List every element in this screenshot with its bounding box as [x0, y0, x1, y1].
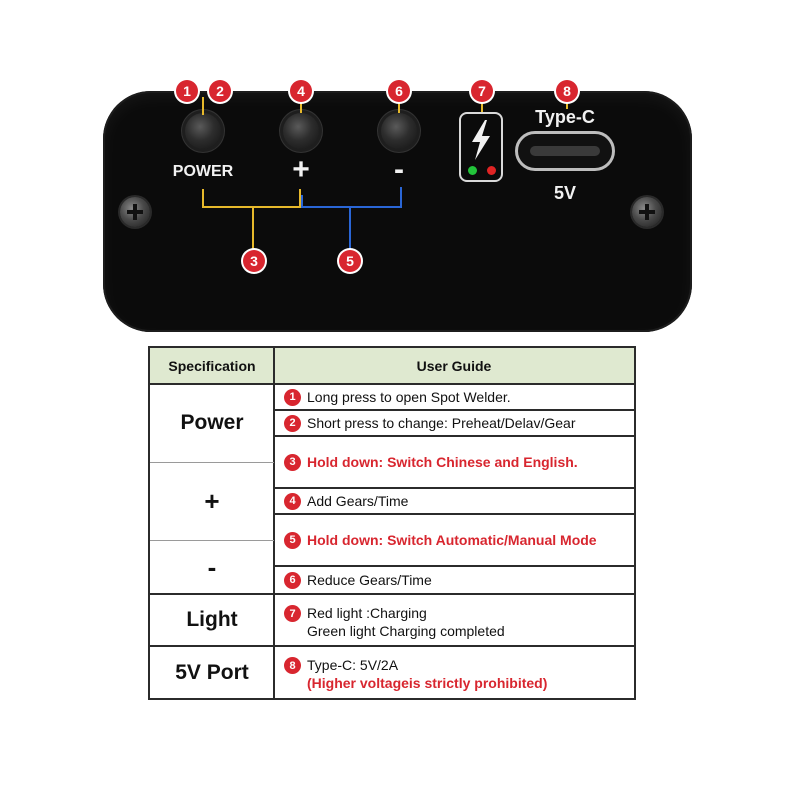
divider-light: [150, 593, 634, 595]
guide-text-8a: Type-C: 5V/2A: [307, 657, 399, 673]
power-label: POWER: [172, 163, 234, 180]
guide-badge-3: 3: [284, 453, 301, 471]
type-c-label: Type-C: [535, 107, 595, 127]
charge-indicator: [459, 112, 503, 182]
divider-guide-1: [274, 409, 634, 411]
guide-row-4: 4 Add Gears/Time: [274, 488, 634, 514]
divider-guide-4: [274, 513, 634, 515]
guide-badge-6: 6: [284, 571, 301, 589]
spec-minus: -: [207, 551, 217, 582]
guide-text-4: Add Gears/Time: [307, 493, 409, 509]
guide-row-5: 5 Hold down: Switch Automatic/Manual Mod…: [274, 514, 634, 566]
power-button[interactable]: [185, 113, 221, 149]
badge-8: 8: [556, 80, 578, 102]
guide-text-6: Reduce Gears/Time: [307, 572, 432, 588]
divider-spec-1: [150, 462, 274, 463]
badge-7: 7: [471, 80, 493, 102]
divider-guide-3: [274, 487, 634, 489]
guide-row-2: 2 Short press to change: Preheat/Delav/G…: [274, 410, 634, 436]
spec-power: Power: [180, 411, 244, 434]
guide-badge-5: 5: [284, 531, 301, 549]
plus-button[interactable]: [283, 113, 319, 149]
screw-right-icon: [632, 197, 662, 227]
spec-5v-port: 5V Port: [175, 661, 249, 684]
header-user-guide: User Guide: [274, 348, 634, 384]
red-led: [487, 166, 496, 175]
screw-left-icon: [120, 197, 150, 227]
guide-badge-2: 2: [284, 414, 301, 432]
guide-text-7a: Red light :Charging: [307, 605, 427, 621]
plus-label: +: [292, 153, 310, 186]
header-specification: Specification: [150, 348, 274, 384]
badge-2: 2: [209, 80, 231, 102]
guide-badge-1: 1: [284, 388, 301, 406]
control-panel: POWER + - Type-C 5V: [103, 91, 692, 332]
badge-3: 3: [243, 250, 265, 272]
badge-4: 4: [290, 80, 312, 102]
guide-row-7: 7 Red light :Charging Green light Chargi…: [274, 594, 634, 646]
guide-text-7b: Green light Charging completed: [307, 623, 505, 639]
badge-1: 1: [176, 80, 198, 102]
guide-badge-7: 7: [284, 605, 301, 622]
guide-row-1: 1 Long press to open Spot Welder.: [274, 384, 634, 410]
divider-guide-5: [274, 565, 634, 567]
usb-c-port[interactable]: [515, 131, 615, 171]
green-led: [468, 166, 477, 175]
guide-text-8b: (Higher voltageis strictly prohibited): [307, 675, 548, 691]
minus-label: -: [394, 153, 404, 186]
guide-badge-8: 8: [284, 657, 301, 674]
guide-text-5: Hold down: Switch Automatic/Manual Mode: [307, 532, 597, 548]
lightning-icon: [472, 120, 490, 160]
divider-column: [273, 348, 275, 700]
divider-spec-2: [150, 540, 274, 541]
guide-text-1: Long press to open Spot Welder.: [307, 389, 511, 405]
guide-text-2: Short press to change: Preheat/Delav/Gea…: [307, 415, 576, 431]
guide-row-8: 8 Type-C: 5V/2A (Higher voltageis strict…: [274, 646, 634, 700]
spec-table: Specification User Guide Power + - Light…: [148, 346, 636, 700]
spec-plus: +: [204, 485, 220, 516]
spec-light: Light: [186, 608, 238, 631]
guide-badge-4: 4: [284, 492, 301, 510]
guide-text-3: Hold down: Switch Chinese and English.: [307, 454, 578, 470]
badge-6: 6: [388, 80, 410, 102]
minus-button[interactable]: [381, 113, 417, 149]
divider-port: [150, 645, 634, 647]
guide-row-6: 6 Reduce Gears/Time: [274, 566, 634, 594]
badge-5: 5: [339, 250, 361, 272]
voltage-label: 5V: [553, 183, 577, 203]
guide-row-3: 3 Hold down: Switch Chinese and English.: [274, 436, 634, 488]
divider-guide-2: [274, 435, 634, 437]
divider-header: [150, 383, 634, 385]
